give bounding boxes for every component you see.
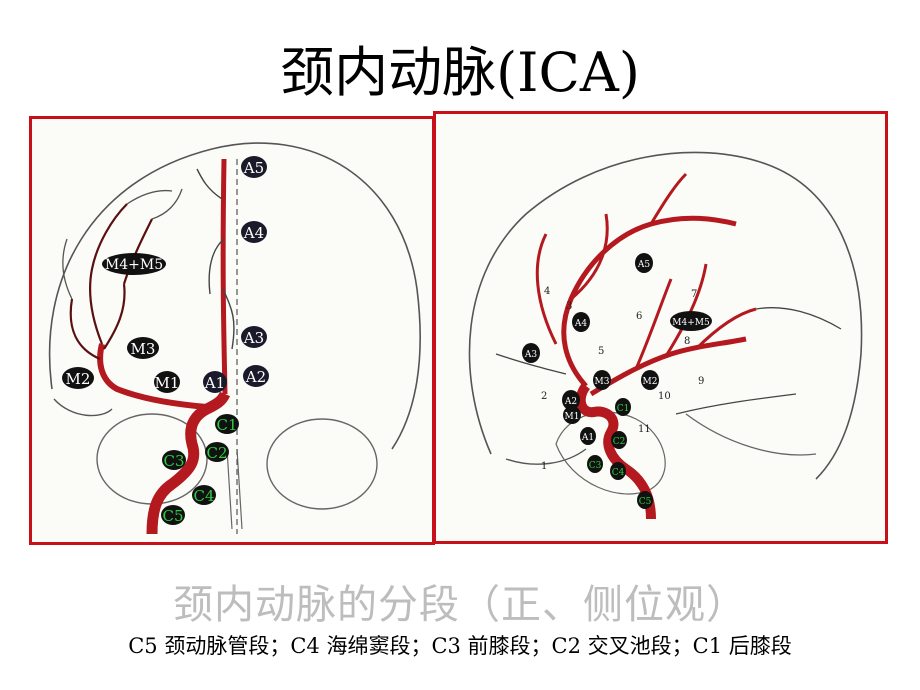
- label-m1: M1: [155, 374, 180, 392]
- number-6: 6: [636, 311, 642, 322]
- number-1: 1: [541, 461, 547, 472]
- label-a1: A1: [204, 374, 225, 392]
- label-badge-c2: [611, 431, 627, 449]
- label-badge-a4: [572, 312, 590, 332]
- label-c5: C5: [162, 507, 183, 525]
- posterior-fossa-line: [685, 413, 817, 456]
- segment-caption: C5 颈动脉管段；C4 海绵窦段；C3 前膝段；C2 交叉池段；C1 后膝段: [128, 634, 792, 658]
- label-m2: M2: [66, 370, 91, 388]
- label-badge-a4: [241, 221, 267, 243]
- internal-carotid-artery: [575, 382, 656, 520]
- label-a1: A1: [581, 433, 594, 443]
- label-c4: C4: [193, 487, 214, 505]
- mca-cortical-branches: [69, 203, 153, 361]
- label-badge-c5: [637, 491, 653, 509]
- nasal-septum-lines: [226, 448, 243, 530]
- internal-carotid-artery: [146, 391, 231, 535]
- label-badge-c1: [615, 398, 631, 416]
- label-m2: M2: [643, 377, 658, 387]
- aca-branches: [196, 168, 235, 350]
- skull-outline: [468, 151, 863, 480]
- label-badge-a5: [635, 253, 653, 273]
- label-badge-c5: [161, 505, 185, 525]
- frontal-angiogram-diagram: A5 A4 M4+M5 A3 M3 M2 M1 A1 A2 C1 C2 C3 C…: [48, 142, 421, 535]
- number-3: 3: [566, 301, 572, 312]
- label-badge-m3: [593, 370, 611, 390]
- label-c3: C3: [163, 452, 184, 470]
- label-badge-m4m5: [102, 253, 166, 275]
- number-2: 2: [541, 391, 547, 402]
- label-c5: C5: [639, 497, 652, 507]
- segment-numbers: 1 2 3 4 5 6 7 8 9 10 11: [541, 286, 704, 472]
- label-a4: A4: [574, 319, 587, 329]
- label-m4-m5: M4+M5: [672, 318, 710, 328]
- label-badge-a1: [580, 427, 596, 445]
- label-badge-m2: [641, 370, 659, 390]
- lateral-view-panel: 1 2 3 4 5 6 7 8 9 10 11 A5 A4 A3 M4+M5 M…: [433, 111, 888, 544]
- label-m4-m5: M4+M5: [105, 257, 163, 273]
- right-orbit-outline: [266, 418, 378, 510]
- skull-base-line: [53, 398, 113, 417]
- frontal-view-panel: A5 A4 M4+M5 A3 M3 M2 M1 A1 A2 C1 C2 C3 C…: [29, 116, 435, 545]
- label-a2: A2: [564, 397, 577, 407]
- skull-outline: [48, 142, 421, 450]
- label-c2: C2: [206, 444, 227, 462]
- label-badge-m1: [154, 371, 180, 393]
- label-badge-m1: [563, 406, 581, 424]
- lateral-angiogram-diagram: 1 2 3 4 5 6 7 8 9 10 11 A5 A4 A3 M4+M5 M…: [468, 151, 863, 520]
- label-badge-a2: [243, 365, 269, 387]
- number-9: 9: [698, 376, 704, 387]
- label-badge-c4: [192, 485, 216, 505]
- label-badge-c1: [215, 414, 239, 434]
- figure-subtitle: 颈内动脉的分段（正、侧位观）: [173, 582, 747, 628]
- fine-branches: [495, 307, 842, 415]
- number-7: 7: [691, 289, 697, 300]
- number-10: 10: [658, 391, 671, 402]
- label-m1: M1: [565, 412, 580, 422]
- label-badge-m2: [62, 367, 94, 389]
- label-a2: A2: [245, 368, 266, 386]
- label-m3: M3: [595, 377, 610, 387]
- number-11: 11: [638, 424, 651, 435]
- skull-base-line: [505, 448, 587, 465]
- middle-cerebral-artery: [589, 336, 747, 397]
- label-badge-a3: [522, 343, 540, 363]
- slide-title: 颈内动脉(ICA): [280, 41, 640, 104]
- label-badge-a2: [562, 390, 580, 410]
- label-a5: A5: [637, 260, 650, 270]
- anterior-cerebral-artery: [220, 158, 228, 395]
- middle-cerebral-artery: [97, 343, 208, 410]
- mca-distal-branches: [62, 188, 183, 300]
- label-a5: A5: [243, 159, 264, 177]
- label-c4: C4: [612, 468, 625, 478]
- label-c2: C2: [613, 437, 626, 447]
- label-c1: C1: [617, 404, 630, 414]
- label-a3: A3: [524, 350, 537, 360]
- label-a4: A4: [243, 224, 264, 242]
- number-8: 8: [684, 336, 690, 347]
- label-badge-c3: [587, 455, 603, 473]
- label-badge-c4: [610, 462, 626, 480]
- number-4: 4: [544, 286, 550, 297]
- cortical-branches: [535, 172, 757, 370]
- label-badge-m3: [127, 337, 159, 359]
- number-5: 5: [598, 346, 604, 357]
- label-badge-c3: [162, 450, 186, 470]
- label-badge-c2: [205, 442, 229, 462]
- label-badge-a5: [241, 156, 267, 178]
- label-badge-m4m5: [670, 311, 712, 331]
- label-a3: A3: [243, 329, 264, 347]
- label-m3: M3: [131, 340, 156, 358]
- label-c1: C1: [216, 416, 237, 434]
- label-c3: C3: [589, 461, 602, 471]
- label-badge-a1: [203, 371, 227, 393]
- label-badge-a3: [241, 326, 267, 348]
